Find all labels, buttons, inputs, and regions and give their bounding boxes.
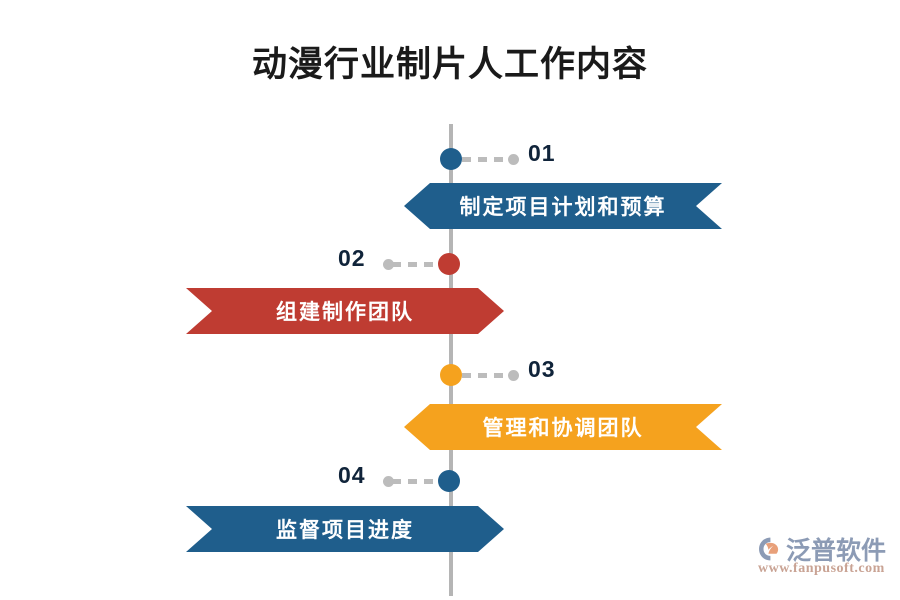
step-label-03: 管理和协调团队: [482, 416, 644, 440]
step-label-04: 监督项目进度: [276, 518, 414, 542]
connector-03: 03: [440, 356, 560, 388]
connector-dash-04: [392, 479, 440, 484]
step-number-04: 04: [338, 462, 366, 488]
step-label-01: 制定项目计划和预算: [459, 195, 667, 219]
logo-row: 泛普软件: [757, 531, 886, 567]
timeline-spine: [449, 124, 453, 596]
timeline-dot-02[interactable]: [438, 253, 460, 275]
timeline-dot-04[interactable]: [438, 470, 460, 492]
brand-url: www.fanpusoft.com: [758, 561, 885, 576]
connector-02: 02: [338, 245, 462, 277]
connector-endpoint-02: [383, 259, 394, 270]
connector-dash-03: [462, 373, 510, 378]
step-banner-03[interactable]: 管理和协调团队: [404, 404, 722, 450]
timeline-dot-01[interactable]: [440, 148, 462, 170]
step-number-03: 03: [528, 356, 556, 382]
step-banner-02[interactable]: 组建制作团队: [186, 288, 504, 334]
connector-04: 04: [338, 462, 462, 494]
page-title: 动漫行业制片人工作内容: [251, 45, 648, 84]
watermark-logo: 泛普软件 www.fanpusoft.com: [757, 531, 893, 586]
connector-dash-01: [462, 157, 510, 162]
step-banner-04[interactable]: 监督项目进度: [186, 506, 504, 552]
connector-endpoint-01: [508, 154, 519, 165]
connector-endpoint-03: [508, 370, 519, 381]
fanpu-logo-icon: [759, 537, 779, 561]
brand-name: 泛普软件: [786, 538, 887, 565]
step-number-01: 01: [528, 140, 556, 166]
connector-dash-02: [392, 262, 440, 267]
step-number-02: 02: [338, 245, 366, 271]
connector-endpoint-04: [383, 476, 394, 487]
connector-01: 01: [440, 140, 555, 172]
step-banner-01[interactable]: 制定项目计划和预算: [404, 183, 722, 229]
step-label-02: 组建制作团队: [276, 300, 414, 324]
timeline-dot-03[interactable]: [440, 364, 462, 386]
